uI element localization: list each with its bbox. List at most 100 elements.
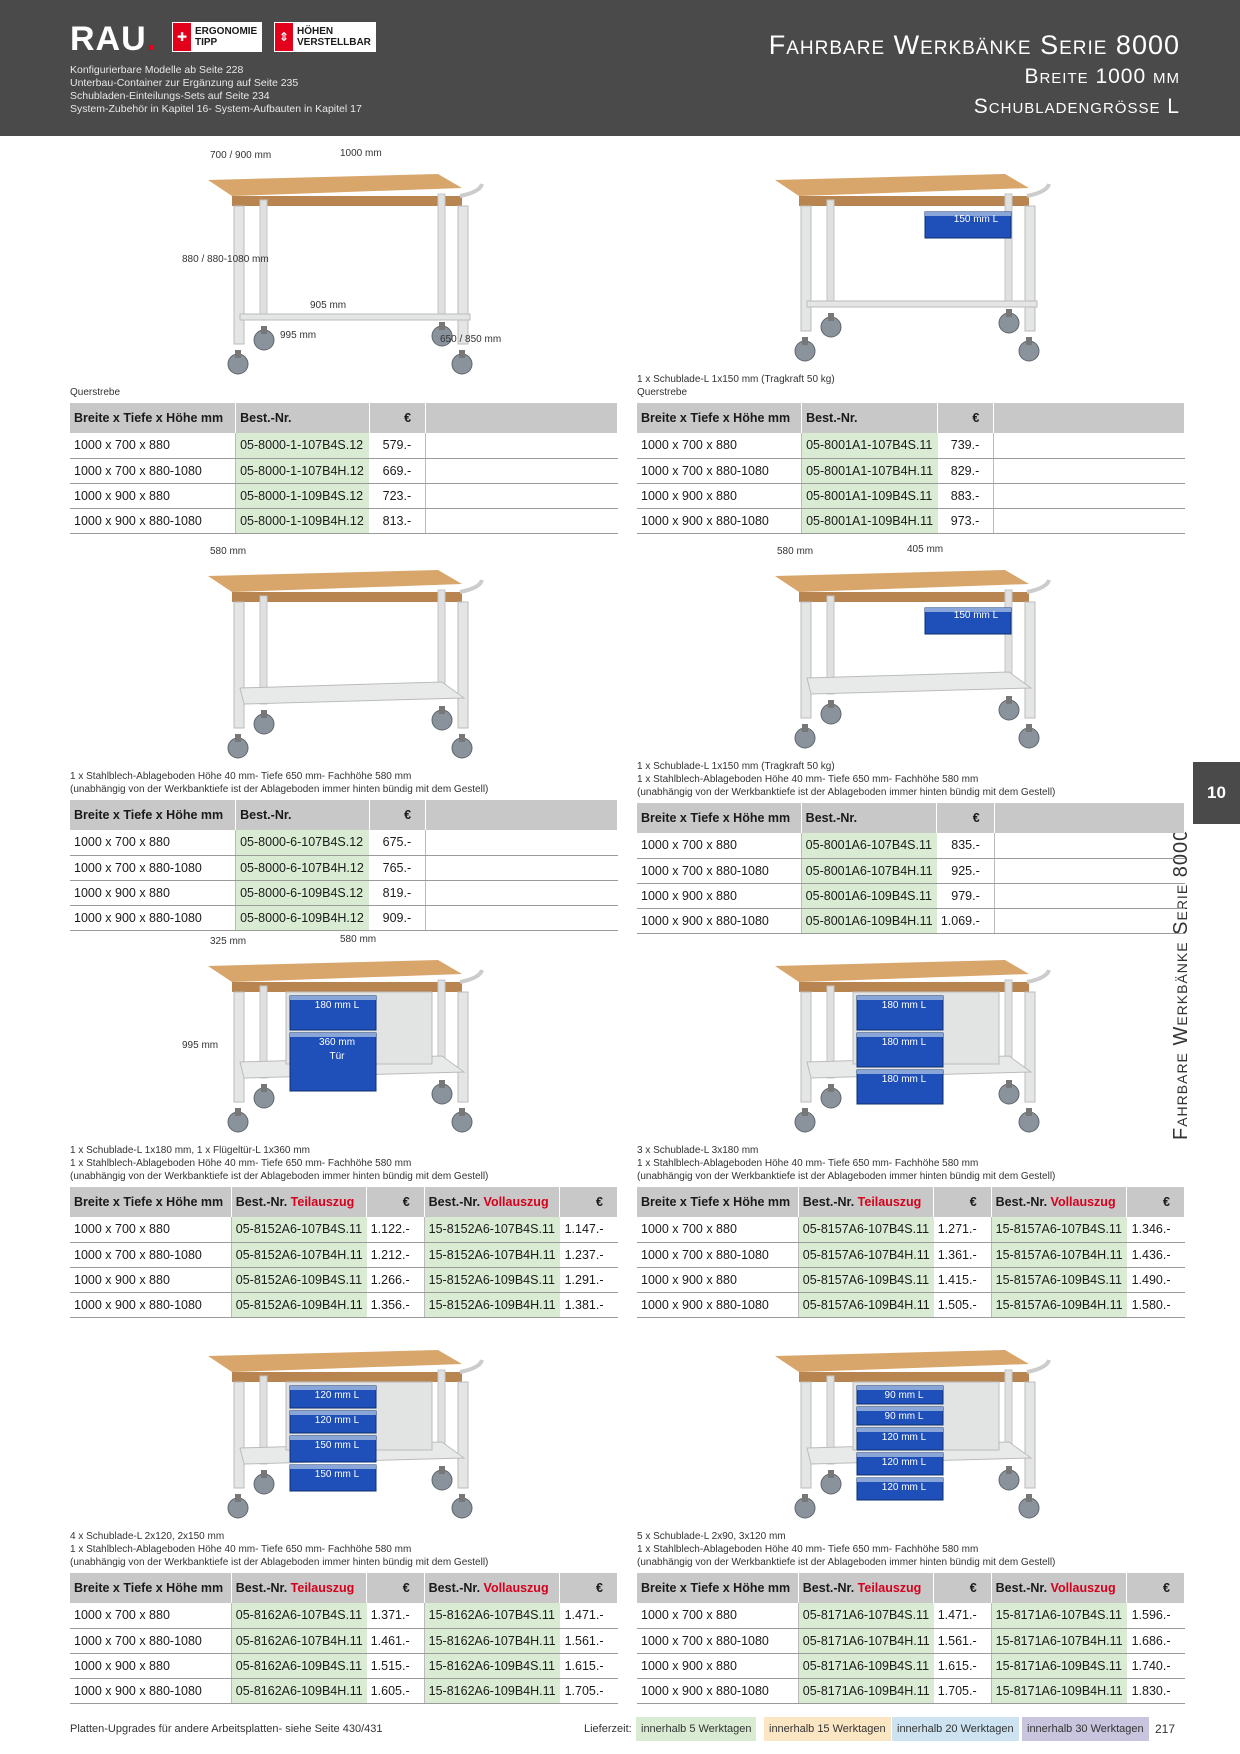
euro-header: € [369,403,427,433]
row-price: 1.122.- [366,1217,425,1243]
row-dims: 1000 x 900 x 880-1080 [70,1292,232,1318]
row-price-voll: 1.686.- [1126,1628,1185,1654]
row-dims: 1000 x 900 x 880 [637,883,802,909]
row-empty [425,458,618,484]
row-price: 1.471.- [933,1603,992,1629]
row-empty [425,880,618,906]
product-description: 1 x Schublade-L 1x150 mm (Tragkraft 50 k… [637,760,1185,799]
row-order-number: 05-8162A6-109B4H.11 [230,1678,367,1704]
row-order-number: 05-8157A6-107B4H.11 [797,1242,934,1268]
row-order-number: 05-8152A6-107B4H.11 [230,1242,367,1268]
row-price: 1.356.- [366,1292,425,1318]
best-teil-header: Best.-Nr. Teilauszug [231,1573,368,1603]
dims-header: Breite x Tiefe x Höhe mm [70,403,237,433]
product-description: 1 x Stahlblech-Ablageboden Höhe 40 mm- T… [70,770,618,796]
dims-header: Breite x Tiefe x Höhe mm [70,800,237,830]
row-empty [425,433,618,459]
row-order-number: 05-8000-1-109B4S.12 [235,483,370,509]
description-line: (unabhängig von der Werkbanktiefe ist de… [637,1557,1056,1568]
row-price: 909.- [369,905,426,931]
row-dims: 1000 x 700 x 880-1080 [70,458,236,484]
empty-header [425,403,618,433]
row-price: 1.271.- [933,1217,992,1243]
footer-note: Platten-Upgrades für andere Arbeitsplatt… [70,1723,383,1735]
row-empty [425,483,618,509]
description-line: (unabhängig von der Werkbanktiefe ist de… [70,1171,489,1182]
best-header: Best.-Nr. [235,403,370,433]
row-order-number-voll: 15-8171A6-109B4S.11 [990,1653,1127,1679]
row-dims: 1000 x 900 x 880 [70,1653,232,1679]
best-header: Best.-Nr. [801,803,938,833]
row-price: 979.- [936,883,995,909]
row-order-number: 05-8000-1-109B4H.12 [235,508,370,534]
row-order-number: 05-8001A6-107B4S.11 [800,833,937,859]
dims-header: Breite x Tiefe x Höhe mm [637,403,803,433]
page-subtitle-width: Breite 1000 mm [1024,65,1180,88]
row-price-voll: 1.147.- [559,1217,618,1243]
row-order-number: 05-8001A1-109B4H.11 [801,508,938,534]
row-order-number: 05-8152A6-109B4S.11 [230,1267,367,1293]
row-dims: 1000 x 700 x 880-1080 [637,858,802,884]
worktop [208,1350,462,1372]
row-order-number: 05-8162A6-107B4H.11 [230,1628,367,1654]
row-empty [993,858,1185,884]
dimension-label: 580 mm [777,546,814,557]
best-voll-header: Best.-Nr. Vollauszug [991,1187,1128,1217]
row-order-number: 05-8162A6-109B4S.11 [230,1653,367,1679]
row-price: 1.515.- [366,1653,425,1679]
row-order-number-voll: 15-8162A6-107B4H.11 [423,1628,560,1654]
chapter-tab[interactable]: 10 [1193,762,1240,824]
product-description: 1 x Schublade-L 1x150 mm (Tragkraft 50 k… [637,373,1185,399]
row-price: 1.705.- [933,1678,992,1704]
row-price: 669.- [369,458,426,484]
euro-header: € [933,1573,992,1603]
drawer [289,1464,377,1492]
description-line: 1 x Schublade-L 1x150 mm (Tragkraft 50 k… [637,761,835,772]
row-dims: 1000 x 900 x 880 [70,483,236,509]
lieferzeit-5-chip: innerhalb 5 Werktagen [636,1717,757,1741]
row-dims: 1000 x 900 x 880-1080 [70,508,236,534]
euro-header: € [936,803,995,833]
row-price: 765.- [369,855,426,881]
row-order-number: 05-8152A6-107B4S.11 [230,1217,367,1243]
drawer [856,1069,944,1105]
best-voll-header: Best.-Nr. Vollauszug [991,1573,1128,1603]
row-price: 1.561.- [933,1628,992,1654]
row-order-number: 05-8152A6-109B4H.11 [230,1292,367,1318]
worktop [775,570,1029,592]
description-line: 3 x Schublade-L 3x180 mm [637,1145,759,1156]
description-line: (unabhängig von der Werkbanktiefe ist de… [637,1171,1056,1182]
rau-logo: RAU. [70,20,158,58]
row-order-number: 05-8000-1-107B4H.12 [235,458,370,484]
row-dims: 1000 x 900 x 880-1080 [637,1678,799,1704]
row-order-number-voll: 15-8157A6-109B4S.11 [990,1267,1127,1293]
row-order-number: 05-8000-6-107B4H.12 [235,855,370,881]
row-price: 723.- [369,483,426,509]
row-price-voll: 1.237.- [559,1242,618,1268]
row-empty [425,508,618,534]
dimension-label: 905 mm [310,300,347,311]
dimension-label: 995 mm [182,1040,219,1051]
row-order-number: 05-8171A6-107B4S.11 [797,1603,934,1629]
row-dims: 1000 x 900 x 880 [70,1267,232,1293]
